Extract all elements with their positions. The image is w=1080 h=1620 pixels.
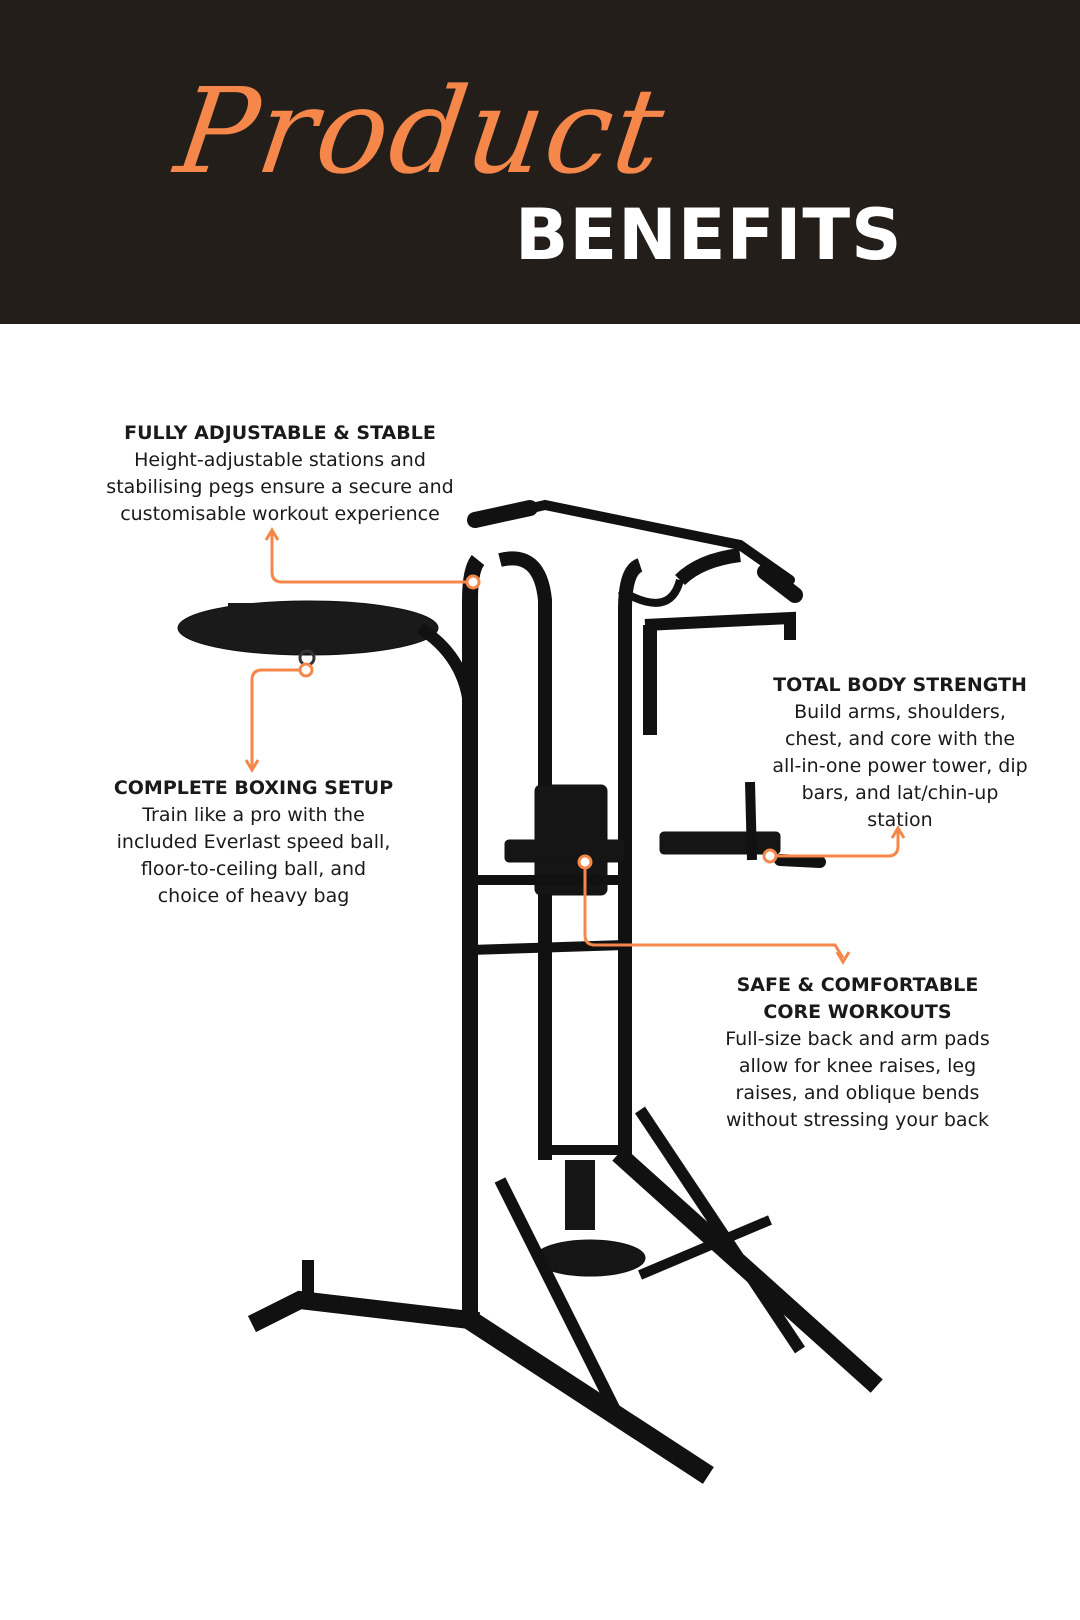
callout-core-line-2: allow for knee raises, leg [738, 1055, 977, 1077]
title-bold-word: BENEFITS [515, 194, 903, 276]
callout-strength-line-5: station [867, 809, 933, 831]
callout-adjustable-line-3: customisable workout experience [120, 503, 440, 525]
callout-core-title-1: SAFE & COMFORTABLE [736, 974, 979, 996]
callout-boxing-line-4: choice of heavy bag [157, 885, 350, 907]
left-arm-pad [504, 839, 626, 863]
callout-strength: TOTAL BODY STRENGTH Build arms, shoulder… [755, 672, 1045, 834]
callout-adjustable-line-2: stabilising pegs ensure a secure and [106, 476, 454, 498]
callout-core-line-4: without stressing your back [725, 1109, 990, 1131]
callout-core: SAFE & COMFORTABLE CORE WORKOUTS Full-si… [710, 972, 1005, 1134]
speed-bag-platform [177, 600, 439, 656]
right-arm-pad [659, 831, 781, 855]
callout-adjustable: FULLY ADJUSTABLE & STABLE Height-adjusta… [80, 420, 480, 528]
callout-core-title-2: CORE WORKOUTS [763, 1001, 952, 1023]
callout-adjustable-line-1: Height-adjustable stations and [134, 449, 426, 471]
callout-strength-line-1: Build arms, shoulders, [794, 701, 1006, 723]
callout-adjustable-title: FULLY ADJUSTABLE & STABLE [124, 422, 436, 444]
callout-boxing-title: COMPLETE BOXING SETUP [113, 777, 394, 799]
callout-core-line-3: raises, and oblique bends [735, 1082, 980, 1104]
callout-boxing-line-1: Train like a pro with the [142, 804, 365, 826]
callout-strength-line-2: chest, and core with the [784, 728, 1016, 750]
callout-boxing-line-2: included Everlast speed ball, [116, 831, 391, 853]
header-banner: Product BENEFITS [0, 0, 1080, 324]
callout-boxing: COMPLETE BOXING SETUP Train like a pro w… [86, 775, 421, 910]
callout-strength-line-3: all-in-one power tower, dip [772, 755, 1028, 777]
callout-boxing-line-3: floor-to-ceiling ball, and [140, 858, 367, 880]
callout-strength-title: TOTAL BODY STRENGTH [773, 674, 1027, 696]
callout-core-line-1: Full-size back and arm pads [725, 1028, 990, 1050]
callout-strength-line-4: bars, and lat/chin-up [801, 782, 999, 804]
